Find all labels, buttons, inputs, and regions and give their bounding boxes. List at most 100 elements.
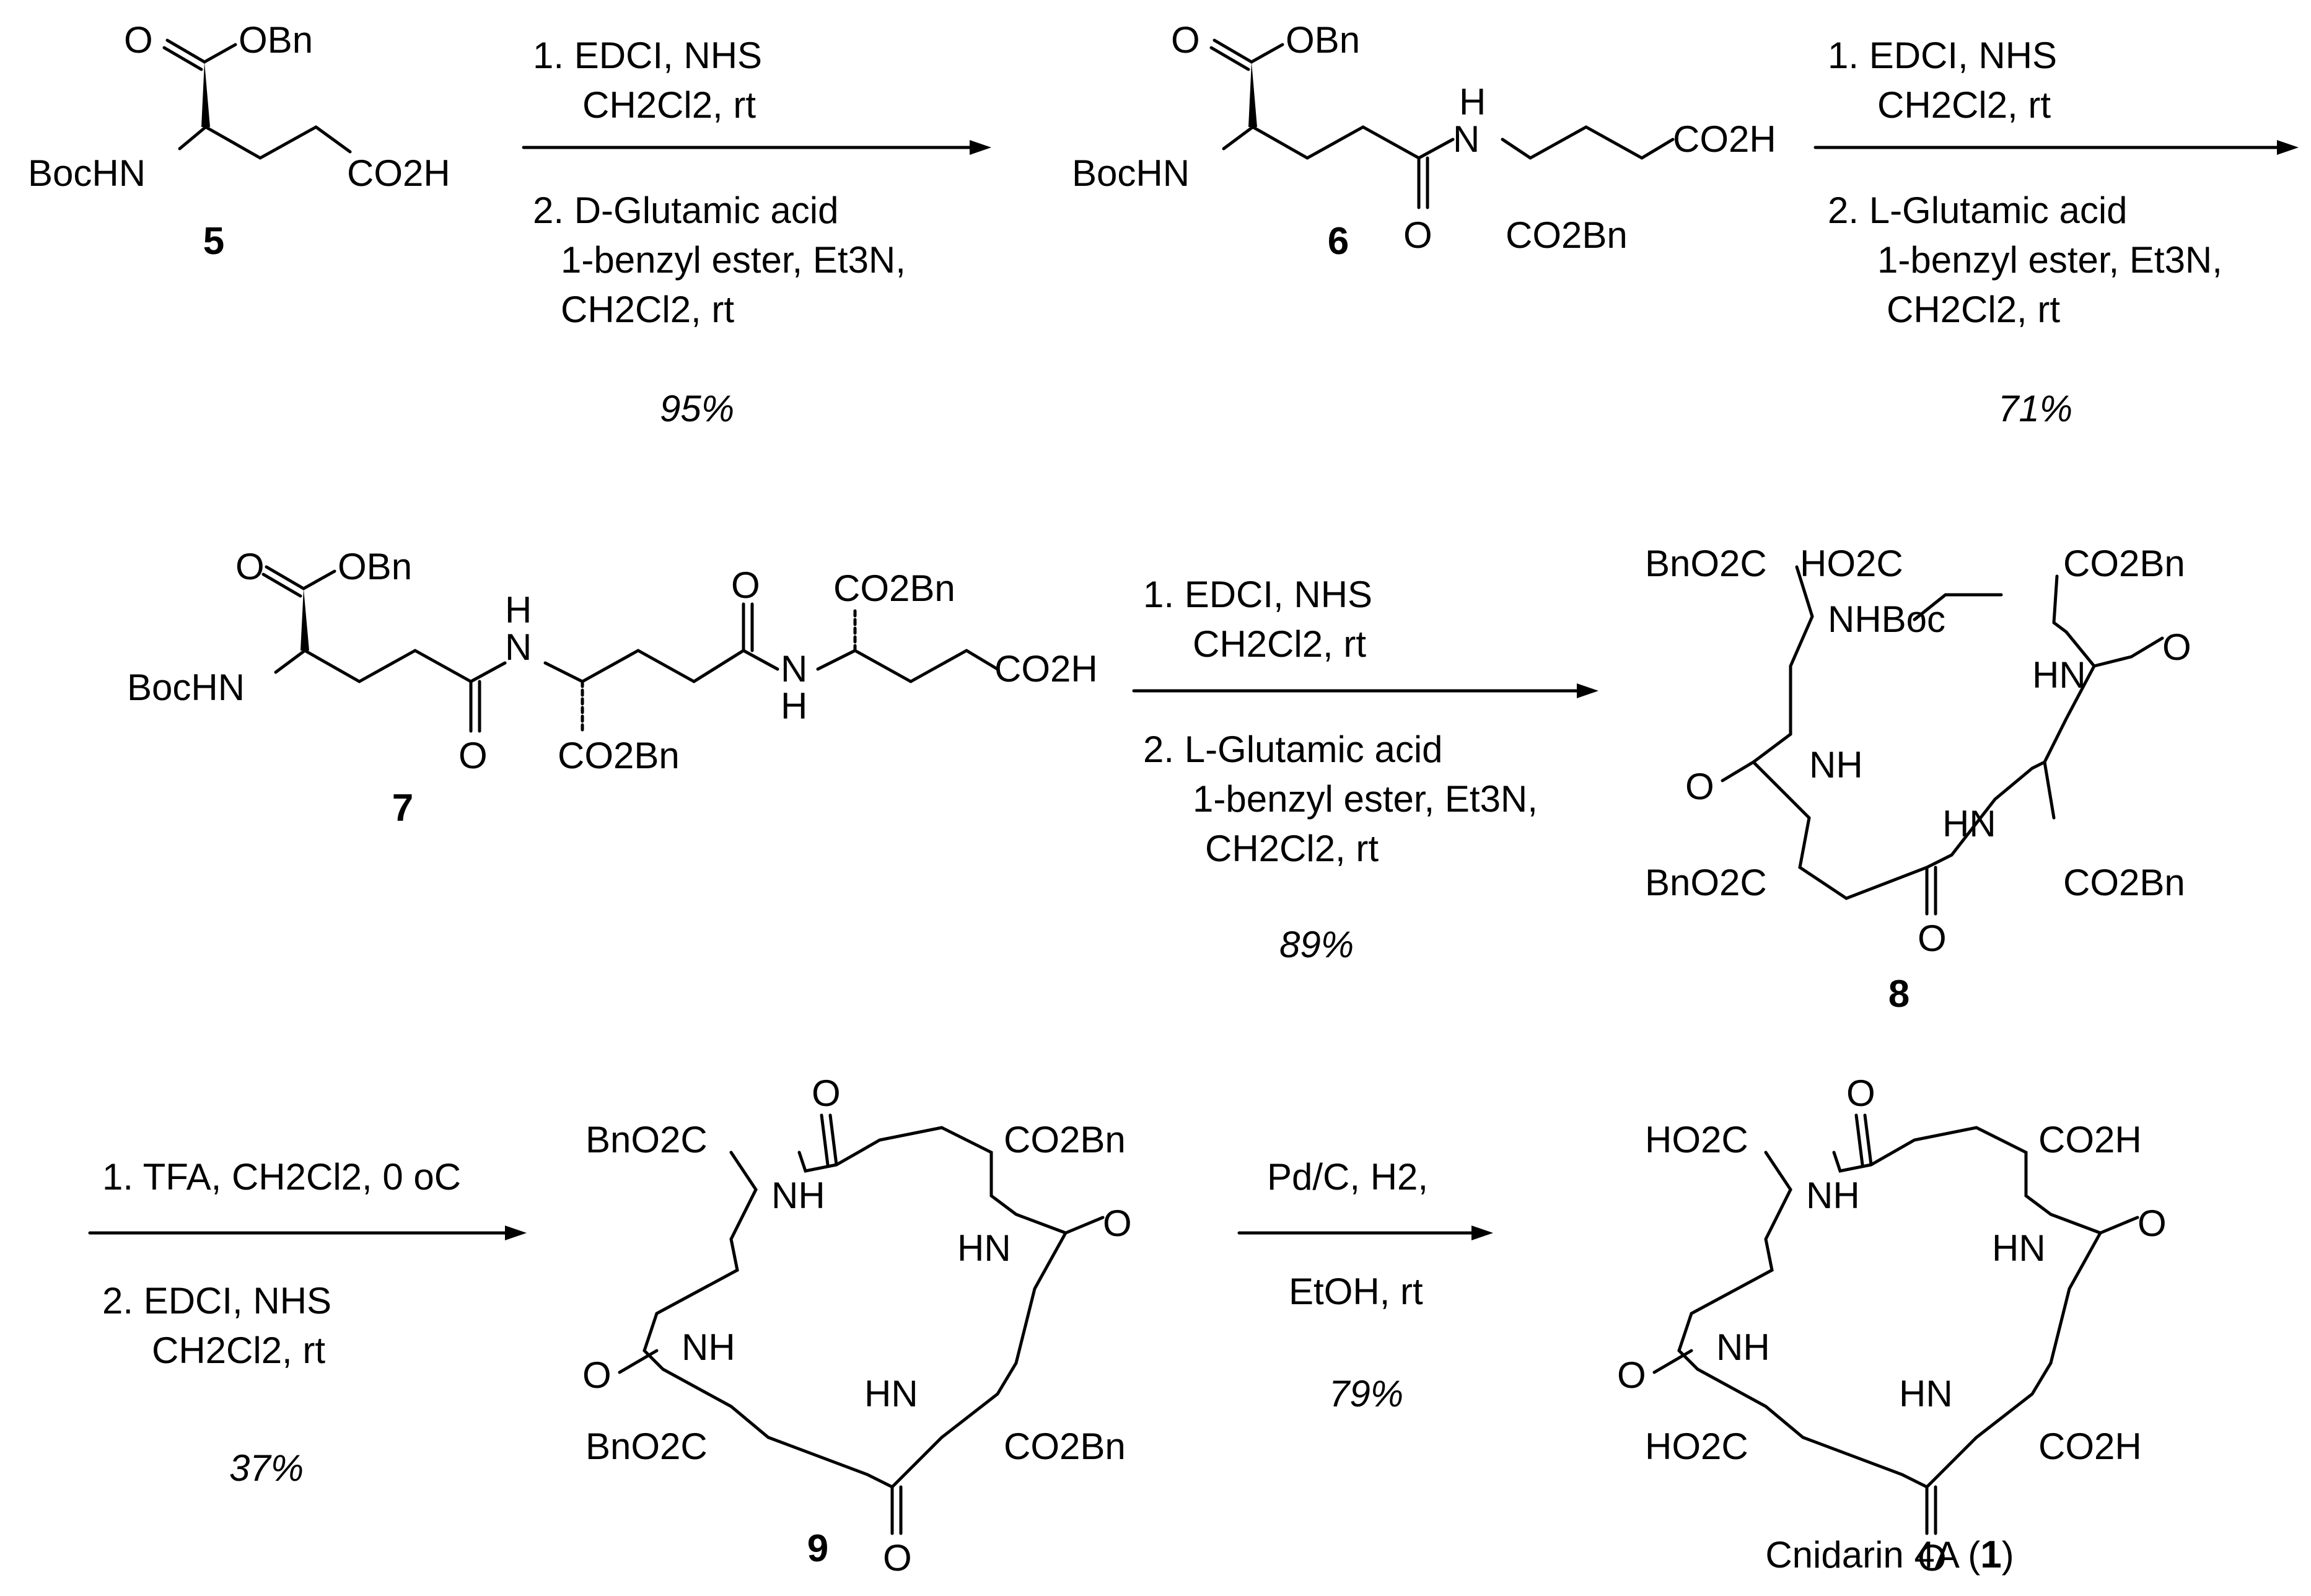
compound-9-o-left: O [582,1354,612,1396]
step-3-line-1: 1. EDCI, NHS [1143,574,1372,615]
compound-6-number: 6 [1328,220,1349,263]
compound-8-hn-bottom: HN [1942,803,1996,844]
compound-6-amide-o: O [1403,214,1432,256]
compound-9-nh-top: NH [771,1175,825,1216]
compound-6-n: N [1453,118,1480,160]
compound-1-number: 1 [1980,1533,2001,1576]
compound-1-co2h-top: CO2H [2038,1119,2142,1160]
step-4-yield: 37% [229,1447,304,1489]
compound-6-co2bn: CO2Bn [1506,214,1628,256]
step-4-line-2: 2. EDCI, NHS [102,1280,331,1322]
compound-8-bno2c-top: BnO2C [1645,543,1767,584]
compound-7-h2: H [781,685,807,727]
compound-6-structure: O OBn BocHN H N O CO2Bn CO2H 6 [1072,19,1776,263]
compound-6-obn: OBn [1286,19,1360,61]
step-4-line-1: 1. TFA, CH2Cl2, 0 oC [102,1156,461,1198]
compound-9-o-top: O [812,1072,841,1114]
compound-7-obn: OBn [338,546,412,587]
step-2-line-1: 1. EDCI, NHS [1828,35,2057,76]
compound-5-obn: OBn [239,19,313,61]
compound-1-o-bottom: O [1918,1537,1947,1579]
compound-9-o-right: O [1103,1203,1132,1244]
compound-7-bochn: BocHN [127,667,245,708]
step-3-line-3: 2. L-Glutamic acid [1143,729,1443,770]
step-1-line-1: 1. EDCI, NHS [533,35,762,76]
step-1-yield: 95% [660,388,734,429]
compound-1-caption: Cnidarin 4A (1) [1765,1533,2014,1576]
compound-6-bochn: BocHN [1072,152,1190,194]
step-4-line-3: CH2Cl2, rt [152,1330,325,1371]
step-1-line-5: CH2Cl2, rt [561,289,734,330]
compound-5-bochn: BocHN [28,152,146,194]
compound-8-bno2c-bottom: BnO2C [1645,862,1767,903]
step-5: Pd/C, H2, EtOH, rt 79% [1237,1156,1493,1414]
compound-8-number: 8 [1888,973,1910,1015]
compound-6-o: O [1171,19,1200,61]
compound-9-bno2c-top: BnO2C [585,1119,708,1160]
step-3-line-4: 1-benzyl ester, Et3N, [1193,778,1538,820]
compound-8-ho2c: HO2C [1800,543,1903,584]
compound-9-number: 9 [807,1527,828,1570]
step-2-line-4: 1-benzyl ester, Et3N, [1877,239,2222,281]
step-5-yield: 79% [1329,1373,1403,1414]
compound-1-o-right: O [2138,1203,2167,1244]
compound-7-h1: H [505,589,532,631]
compound-9-bno2c-bottom: BnO2C [585,1426,708,1467]
compound-9-o-bottom: O [883,1537,912,1579]
compound-1-nh-top: NH [1806,1175,1860,1216]
compound-5-number: 5 [203,220,224,263]
step-2-line-5: CH2Cl2, rt [1887,289,2060,330]
compound-8-hn-right: HN [2032,654,2086,696]
step-2-line-3: 2. L-Glutamic acid [1828,190,2128,231]
compound-7-n1: N [505,626,532,668]
step-2: 1. EDCI, NHS CH2Cl2, rt 2. L-Glutamic ac… [1813,35,2299,429]
compound-1-ho2c-top: HO2C [1645,1119,1748,1160]
compound-8-co2bn-bottom: CO2Bn [2063,862,2185,903]
compound-1-o-top: O [1846,1072,1875,1114]
step-3-line-5: CH2Cl2, rt [1205,828,1379,869]
compound-6-h: H [1459,81,1486,123]
arrow-head [2277,140,2299,155]
arrow-head [970,140,991,155]
compound-1-hn-right: HN [1992,1227,2046,1269]
step-5-line-2: EtOH, rt [1289,1271,1423,1312]
compound-9-co2bn-top: CO2Bn [1004,1119,1126,1160]
compound-1-ho2c-bottom: HO2C [1645,1426,1748,1467]
compound-7-amide-o2: O [731,564,760,606]
compound-9-structure: BnO2C O CO2Bn NH HN O NH O HN BnO2C CO2B… [582,1072,1132,1579]
compound-1-close-paren: ) [2002,1534,2014,1576]
arrow-head [1577,683,1598,698]
compound-1-o-left: O [1617,1354,1646,1396]
compound-9-nh-left: NH [682,1326,735,1368]
arrow-head [505,1226,527,1240]
compound-7-structure: O OBn BocHN H N O CO2Bn O N H CO2Bn CO2H… [127,546,1098,830]
compound-7-co2bn-1: CO2Bn [558,735,680,776]
step-1-line-2: CH2Cl2, rt [582,84,756,126]
compound-1-nh-left: NH [1716,1326,1770,1368]
step-4: 1. TFA, CH2Cl2, 0 oC 2. EDCI, NHS CH2Cl2… [88,1156,527,1489]
compound-8-o-bottom: O [1918,918,1947,959]
step-1-line-4: 1-benzyl ester, Et3N, [561,239,906,281]
compound-9-co2bn-bottom: CO2Bn [1004,1426,1126,1467]
step-2-yield: 71% [1998,388,2072,429]
step-3-line-2: CH2Cl2, rt [1193,623,1366,665]
compound-1-co2h-bottom: CO2H [2038,1426,2142,1467]
step-5-line-1: Pd/C, H2, [1267,1156,1428,1198]
compound-7-o: O [235,546,265,587]
compound-7-n2: N [781,648,807,690]
compound-8-co2bn-top: CO2Bn [2063,543,2185,584]
compound-8-structure: BnO2C HO2C CO2Bn NHBoc HN O NH O HN BnO2… [1645,543,2191,1015]
compound-8-nh-left: NH [1809,744,1863,786]
step-2-line-2: CH2Cl2, rt [1877,84,2051,126]
compound-8-nhboc: NHBoc [1828,598,1945,640]
compound-5-co2h: CO2H [347,152,450,194]
compound-1-name: Cnidarin 4A [1765,1534,1959,1576]
step-3: 1. EDCI, NHS CH2Cl2, rt 2. L-Glutamic ac… [1132,574,1598,965]
step-1-line-3: 2. D-Glutamic acid [533,190,838,231]
compound-1-hn-bottom: HN [1899,1373,1953,1414]
arrow-head [1471,1226,1493,1240]
compound-1-open-paren: ( [1958,1534,1981,1576]
step-1: 1. EDCI, NHS CH2Cl2, rt 2. D-Glutamic ac… [522,35,991,429]
compound-9-hn-right: HN [957,1227,1011,1269]
compound-7-number: 7 [392,787,413,830]
